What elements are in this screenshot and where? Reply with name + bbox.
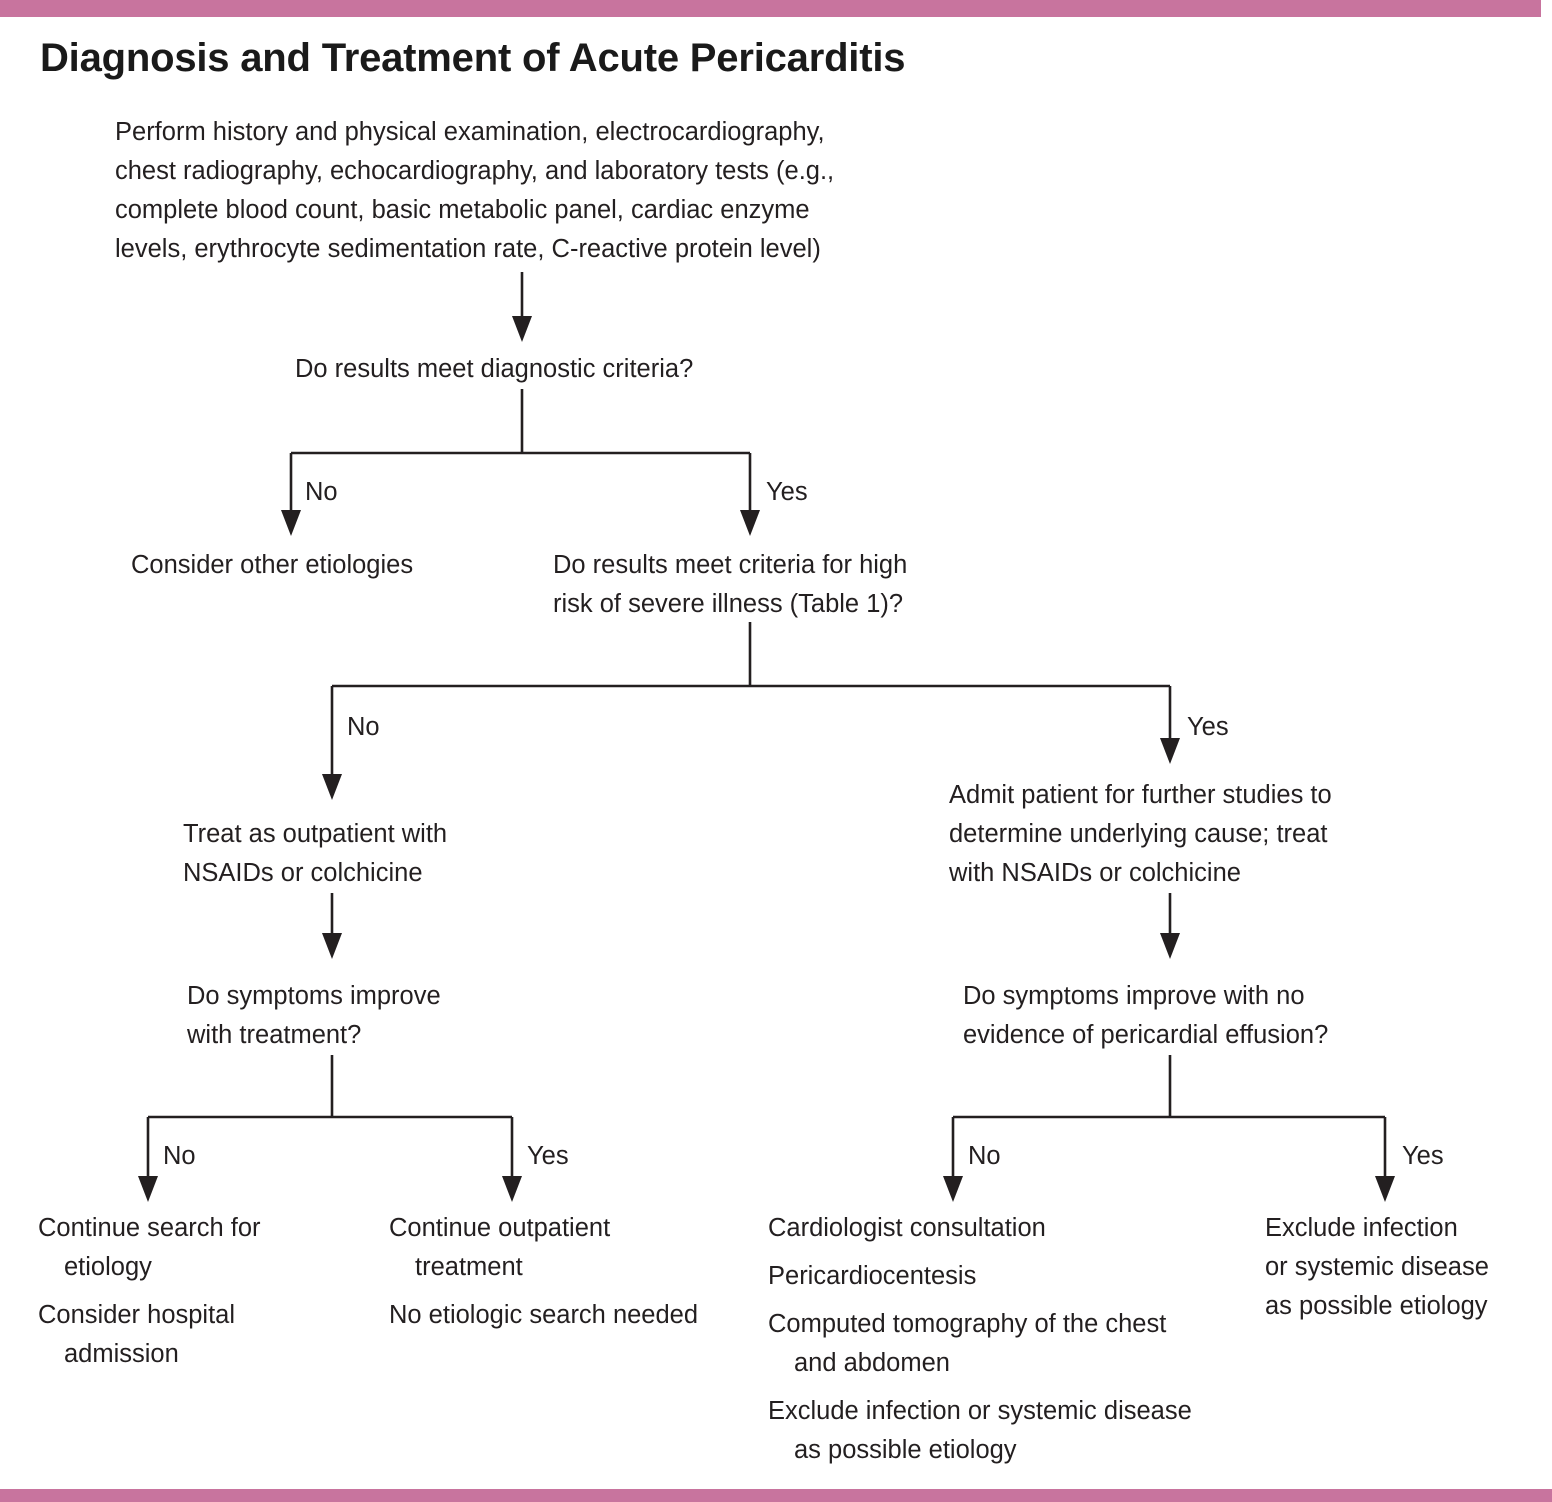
branch-label-d2-yes: Yes <box>1187 713 1229 741</box>
node-initial-workup: Perform history and physical examination… <box>115 118 835 263</box>
list-item: Continue outpatient treatment <box>389 1214 611 1281</box>
arrowhead-d1-yes <box>740 510 760 536</box>
node-outcome-continue-outpatient: Continue outpatient treatment No etiolog… <box>389 1209 705 1335</box>
list-item: Pericardiocentesis <box>768 1262 977 1290</box>
branch-label-d4-no: No <box>968 1142 1001 1170</box>
list-item: Continue search for etiology <box>38 1214 261 1281</box>
arrowhead-d1-no <box>281 510 301 536</box>
arrowhead-d4-no <box>943 1176 963 1202</box>
branch-label-d1-yes: Yes <box>766 478 808 506</box>
arrowhead-treat-to-d3 <box>322 933 342 959</box>
list-item: Cardiologist consultation <box>768 1214 1046 1242</box>
arrowhead-d3-yes <box>502 1176 522 1202</box>
arrowhead-d2-yes <box>1160 738 1180 764</box>
branch-label-d1-no: No <box>305 478 338 506</box>
node-outcome-exclude-infection: Exclude infection or systemic disease as… <box>1265 1214 1489 1320</box>
node-admit-patient: Admit patient for further studies to det… <box>949 781 1332 887</box>
branch-label-d4-yes: Yes <box>1402 1142 1444 1170</box>
node-treat-outpatient: Treat as outpatient with NSAIDs or colch… <box>183 820 448 887</box>
bottom-accent-rule <box>0 1489 1552 1502</box>
branch-label-d3-yes: Yes <box>527 1142 569 1170</box>
arrowhead-d3-no <box>138 1176 158 1202</box>
node-decision-diagnostic-criteria: Do results meet diagnostic criteria? <box>295 355 694 383</box>
list-item: Computed tomography of the chest and abd… <box>768 1310 1167 1377</box>
list-item: Consider hospital admission <box>38 1301 236 1368</box>
branch-label-d3-no: No <box>163 1142 196 1170</box>
arrowhead-start-to-d1 <box>512 316 532 342</box>
list-item: Exclude infection or systemic disease as… <box>768 1397 1192 1464</box>
node-decision-symptoms-improve-effusion: Do symptoms improve with no evidence of … <box>963 982 1329 1049</box>
arrowhead-d2-no <box>322 774 342 800</box>
node-outcome-continue-search: Continue search for etiology Consider ho… <box>38 1209 334 1374</box>
page-title: Diagnosis and Treatment of Acute Pericar… <box>40 36 906 80</box>
node-consider-other-etiologies: Consider other etiologies <box>131 551 414 579</box>
node-outcome-cardiology-workup: Cardiologist consultation Pericardiocent… <box>768 1209 1194 1470</box>
branch-label-d2-no: No <box>347 713 380 741</box>
list-item: No etiologic search needed <box>389 1301 699 1329</box>
node-decision-high-risk: Do results meet criteria for high risk o… <box>553 551 908 618</box>
arrowhead-d4-yes <box>1375 1176 1395 1202</box>
node-decision-symptoms-improve: Do symptoms improve with treatment? <box>187 982 441 1049</box>
top-accent-rule <box>0 0 1541 17</box>
arrowhead-admit-to-d4 <box>1160 933 1180 959</box>
